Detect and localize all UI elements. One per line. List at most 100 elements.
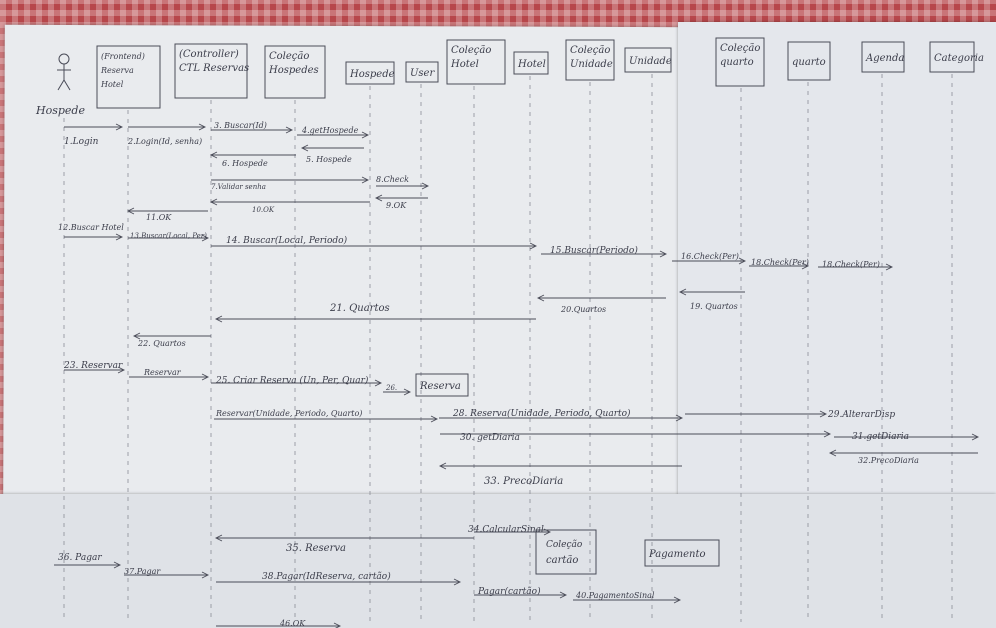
extra-box-1 bbox=[415, 373, 469, 397]
message-label-40: 40.PagamentoSinal bbox=[575, 591, 655, 600]
message-label-35: 35. Reserva bbox=[286, 543, 346, 554]
participant-sublabel-col_unidade: Unidade bbox=[570, 59, 613, 70]
extra-box-label-1: Reserva bbox=[419, 381, 461, 392]
arrowhead-icon bbox=[819, 410, 828, 418]
message-label-34: 34.CalcularSinal bbox=[468, 525, 544, 535]
message-label-20: 20.Quartos bbox=[560, 305, 606, 314]
message-label-30: 30. getDiaria bbox=[460, 433, 520, 443]
arrowhead-icon bbox=[438, 462, 447, 470]
message-label-21: 21. Quartos bbox=[329, 303, 390, 314]
participant-label-col_hospedes: Coleção bbox=[269, 51, 309, 62]
arrowhead-icon bbox=[659, 250, 668, 258]
message-label-18: 18.Check(Per) bbox=[822, 260, 880, 269]
extra-box-sublabel-2: cartão bbox=[546, 555, 578, 566]
participant-box-hotel bbox=[513, 51, 549, 75]
arrowhead-icon bbox=[285, 126, 294, 134]
participant-box-frontend bbox=[96, 45, 161, 109]
message-label-16: 16.Check(Per) bbox=[681, 252, 739, 261]
arrowhead-icon bbox=[214, 534, 223, 542]
arrowhead-icon bbox=[559, 591, 568, 599]
arrowhead-icon bbox=[113, 561, 122, 569]
arrowhead-icon bbox=[117, 366, 126, 374]
arrowhead-icon bbox=[209, 151, 218, 159]
message-label-5: 5. Hospede bbox=[306, 155, 352, 164]
arrowhead-icon bbox=[453, 578, 462, 586]
arrowhead-icon bbox=[132, 332, 141, 340]
participant-label-quarto: quarto bbox=[792, 57, 826, 68]
arrowhead-icon bbox=[201, 571, 210, 579]
arrowhead-icon bbox=[115, 233, 124, 241]
message-label-36: 36. Pagar bbox=[58, 553, 102, 563]
arrowhead-icon bbox=[361, 176, 370, 184]
actor-head-icon bbox=[58, 53, 70, 65]
message-label-15: 15.Buscar(Periodo) bbox=[550, 245, 638, 256]
arrowhead-icon bbox=[209, 198, 218, 206]
message-label-39: Pagar(cartão) bbox=[477, 586, 541, 597]
message-label-12: 12.Buscar Hotel bbox=[58, 223, 124, 232]
participant-label-hospede: Hospede bbox=[349, 69, 395, 80]
message-label-38: 38.Pagar(IdReserva, cartão) bbox=[262, 571, 391, 582]
participant-box-quarto bbox=[787, 41, 831, 81]
arrowhead-icon bbox=[885, 263, 894, 271]
paper-sheet-bottom bbox=[0, 494, 996, 628]
arrowhead-icon bbox=[529, 242, 538, 250]
extra-box-label-3: Pagamento bbox=[648, 549, 705, 560]
arrowhead-icon bbox=[971, 433, 980, 441]
participant-sublabel-frontend: Hotel bbox=[100, 80, 124, 89]
message-label-10: 10.OK bbox=[252, 206, 275, 214]
participant-sublabel-col_quarto: quarto bbox=[720, 57, 754, 68]
participant-sublabel-controller: CTL Reservas bbox=[179, 63, 249, 74]
message-label-7: 7.Validar senha bbox=[211, 183, 266, 191]
message-label-1: 1.Login bbox=[64, 137, 99, 147]
participant-box-user bbox=[405, 61, 439, 83]
extra-box-label-2: Coleção bbox=[546, 539, 583, 550]
participant-label-frontend: (Frontend) bbox=[101, 52, 145, 61]
message-label-37: 37.Pagar bbox=[124, 567, 161, 576]
arrowhead-icon bbox=[115, 123, 124, 131]
extra-box-3 bbox=[644, 539, 720, 567]
arrowhead-icon bbox=[738, 257, 747, 265]
participant-box-hospede bbox=[345, 61, 395, 85]
message-label-31: 31.getDiaria bbox=[852, 432, 909, 442]
message-label-25: 25. Criar Reserva (Un, Per, Quar) bbox=[215, 375, 369, 386]
arrowhead-icon bbox=[801, 262, 810, 270]
arrowhead-icon bbox=[374, 379, 383, 387]
arrowhead-icon bbox=[374, 194, 383, 202]
message-label-13: 13.Buscar(Local, Per) bbox=[130, 232, 207, 240]
participant-label-user: User bbox=[410, 68, 435, 79]
arrowhead-icon bbox=[403, 388, 412, 396]
participant-box-agenda bbox=[861, 41, 905, 73]
participant-sublabel-col_hotel: Hotel bbox=[450, 59, 479, 70]
arrowhead-icon bbox=[198, 123, 207, 131]
arrowhead-icon bbox=[201, 234, 210, 242]
arrowhead-icon bbox=[126, 207, 135, 215]
actor-leg-right-icon bbox=[63, 79, 71, 91]
message-label-3: 3. Buscar(Id) bbox=[214, 121, 267, 130]
participant-box-col_quarto bbox=[715, 37, 765, 87]
message-label-9: 9.OK bbox=[386, 201, 407, 210]
arrowhead-icon bbox=[430, 415, 439, 423]
message-label-41: 46.OK bbox=[279, 619, 306, 628]
arrowhead-icon bbox=[201, 373, 210, 381]
message-label-24: Reservar bbox=[143, 368, 182, 377]
participant-box-unidade bbox=[624, 47, 672, 73]
arrowhead-icon bbox=[828, 449, 837, 457]
participant-sublabel-col_hospedes: Hospedes bbox=[268, 65, 319, 76]
message-label-32: 32.PrecoDiaria bbox=[858, 456, 919, 465]
participant-box-categoria bbox=[929, 41, 975, 73]
arrowhead-icon bbox=[361, 131, 370, 139]
participant-box-controller bbox=[174, 43, 248, 99]
arrowhead-icon bbox=[673, 596, 682, 604]
arrowhead-icon bbox=[675, 414, 684, 422]
message-label-17: 18.Check(Per) bbox=[751, 258, 809, 267]
paper-sheet-right bbox=[678, 22, 996, 496]
participant-label-agenda: Agenda bbox=[865, 53, 904, 64]
participant-box-col_hotel bbox=[446, 39, 506, 85]
message-label-26: 26. bbox=[385, 384, 397, 392]
extra-box-2 bbox=[535, 529, 597, 575]
message-label-23: 23. Reservar bbox=[63, 361, 123, 371]
arrowhead-icon bbox=[333, 622, 342, 628]
message-label-29: 29.AlterarDisp bbox=[827, 410, 895, 420]
participant-label-col_quarto: Coleção bbox=[720, 43, 760, 54]
